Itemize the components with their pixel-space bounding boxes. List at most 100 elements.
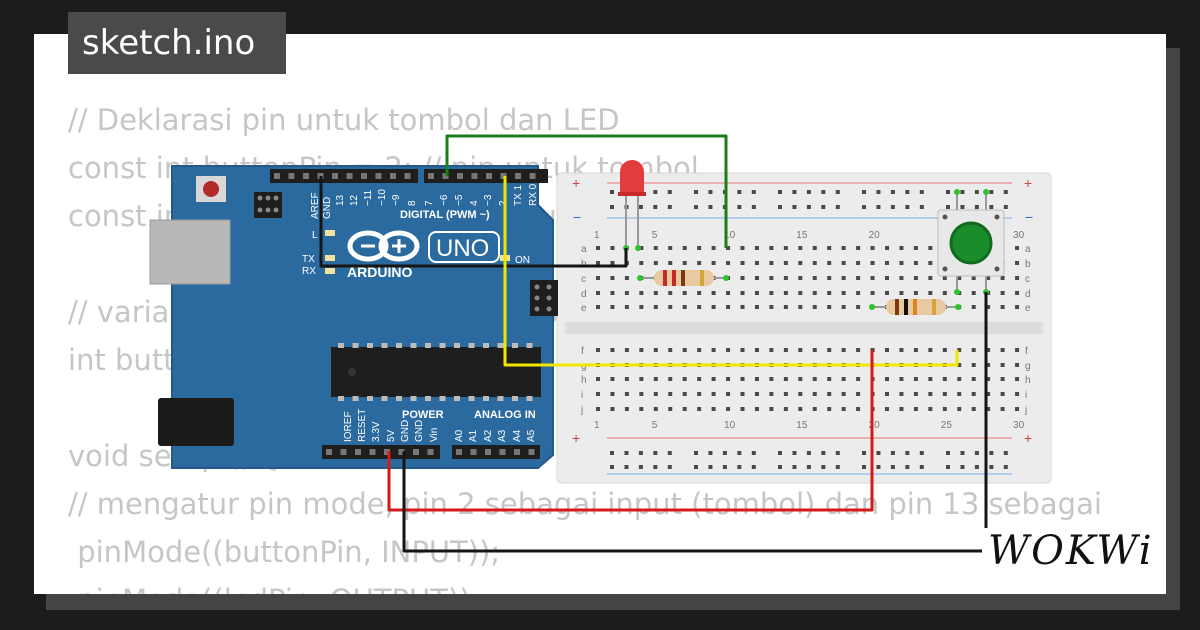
row-letter: i <box>581 390 583 401</box>
rail-plus-label: + <box>1024 175 1032 191</box>
digital-pin-label: ~11 <box>363 189 374 206</box>
code-line: pinMode((buttonPin, INPUT)); <box>68 535 501 569</box>
wire-black-button[interactable] <box>402 292 988 553</box>
row-letter: e <box>581 303 587 314</box>
row-letter: c <box>581 274 586 285</box>
row-letter: h <box>581 375 587 386</box>
power-pin-label: IOREF <box>343 411 354 442</box>
row-letter: j <box>1024 405 1027 416</box>
code-line: // mengatur pin mode, pin 2 sebagai inpu… <box>68 487 1102 521</box>
analog-pin-label: A5 <box>526 429 537 442</box>
row-letter: f <box>1025 346 1028 357</box>
analog-pin-label: A1 <box>468 429 479 442</box>
column-number: 25 <box>941 420 953 431</box>
breadboard-holes <box>596 190 1020 469</box>
wokwi-logo: WOKWi <box>982 528 1160 574</box>
wire-yellow[interactable] <box>503 176 959 367</box>
rail-plus-label: + <box>1024 430 1032 446</box>
digital-pin-label: ~3 <box>483 194 494 206</box>
digital-header-left <box>270 169 418 183</box>
digital-pin-label: 13 <box>335 194 346 206</box>
digital-pin-label: 12 <box>349 194 360 206</box>
column-number: 5 <box>652 230 658 241</box>
analog-pin-label: A2 <box>483 429 494 442</box>
analog-label: ANALOG IN <box>474 409 536 421</box>
power-label: POWER <box>402 409 444 421</box>
row-letter: h <box>1025 375 1031 386</box>
wire-red[interactable] <box>387 350 874 512</box>
column-number: 20 <box>869 420 881 431</box>
push-button[interactable] <box>937 189 1005 295</box>
resistor-button[interactable] <box>869 299 961 315</box>
column-number: 20 <box>869 230 881 241</box>
file-tab[interactable]: sketch.ino <box>68 12 286 74</box>
row-letter: i <box>1025 390 1027 401</box>
row-letter: a <box>581 244 587 255</box>
led-on-label: ON <box>515 255 530 266</box>
column-number: 1 <box>594 230 600 241</box>
gnd-label: GND <box>322 197 333 219</box>
rail-plus-label: + <box>572 430 580 446</box>
analog-pin-label: A3 <box>497 429 508 442</box>
analog-header <box>452 445 540 459</box>
row-letter: j <box>580 405 583 416</box>
digital-pin-label: 7 <box>424 200 435 206</box>
usb-port <box>149 219 231 285</box>
digital-pin-label: ~6 <box>439 194 450 206</box>
column-number: 1 <box>594 420 600 431</box>
rail-minus-label: − <box>573 209 581 225</box>
digital-pin-label: ~5 <box>454 194 465 206</box>
row-letter: d <box>1025 289 1031 300</box>
power-pin-label: GND <box>400 420 411 442</box>
digital-pin-label: 8 <box>407 200 418 206</box>
power-pin-label: 5V <box>386 429 397 442</box>
column-number: 10 <box>724 230 736 241</box>
model-label: UNO <box>436 235 489 262</box>
row-letter: a <box>1025 244 1031 255</box>
resistor-led[interactable] <box>637 270 729 286</box>
aref-label: AREF <box>310 192 321 219</box>
row-letter: d <box>581 289 587 300</box>
row-letter: f <box>581 346 584 357</box>
atmega-chip <box>331 347 541 397</box>
row-letter: b <box>1025 259 1031 270</box>
digital-pin-label: ~9 <box>391 194 402 206</box>
code-line: pinMode((ledPin, OUTPUT)); <box>68 576 1102 594</box>
column-number: 5 <box>652 420 658 431</box>
row-letter: c <box>1025 274 1030 285</box>
digital-pin-label: RX 0 <box>528 183 539 206</box>
column-number: 15 <box>796 230 808 241</box>
analog-pin-label: A4 <box>512 429 523 442</box>
power-pin-label: 3.3V <box>371 421 382 442</box>
power-pin-label: RESET <box>357 409 368 442</box>
digital-pin-label: TX 1 <box>513 184 524 206</box>
breadboard: + + − − + + 115510101515202025253030aabb… <box>556 172 1052 484</box>
rail-plus-label: + <box>572 175 580 191</box>
wires <box>319 134 988 553</box>
rail-minus-label: − <box>1025 209 1033 225</box>
power-pin-label: GND <box>414 420 425 442</box>
wire-green[interactable] <box>445 134 728 248</box>
code-line: // Deklarasi pin untuk tombol dan LED <box>68 103 620 137</box>
brand-label: ARDUINO <box>347 264 412 280</box>
power-header <box>322 445 440 459</box>
arduino-logo <box>347 230 420 262</box>
row-letter: e <box>1025 303 1031 314</box>
power-pin-label: Vin <box>429 428 440 442</box>
column-number: 30 <box>1013 230 1025 241</box>
led-tx-label: TX <box>302 254 315 265</box>
red-led[interactable] <box>618 160 646 251</box>
column-number: 15 <box>796 420 808 431</box>
led-rx-label: RX <box>302 266 316 277</box>
wire-black-gnd[interactable] <box>319 176 628 268</box>
led-l-label: L <box>312 230 318 241</box>
digital-pin-label: 4 <box>469 200 480 206</box>
power-jack <box>158 398 234 446</box>
digital-label: DIGITAL (PWM ~) <box>400 209 490 221</box>
analog-pin-label: A0 <box>454 429 465 442</box>
digital-pin-label: ~10 <box>377 189 388 206</box>
column-number: 10 <box>724 420 736 431</box>
column-number: 30 <box>1013 420 1025 431</box>
